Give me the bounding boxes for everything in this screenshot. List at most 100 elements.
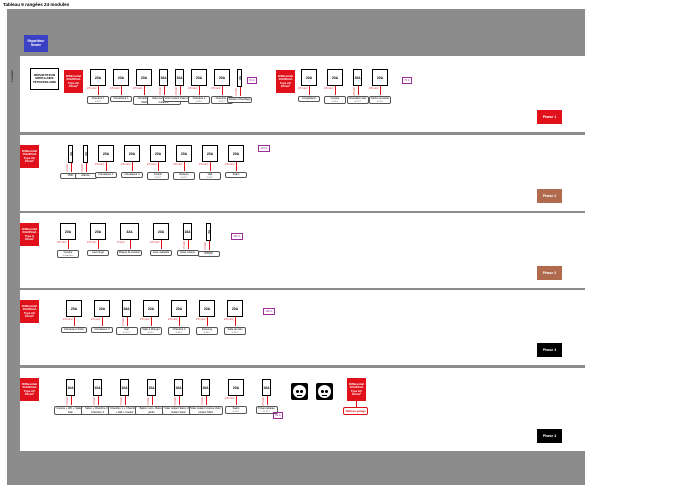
- differential-breaker[interactable]: Différentiel 40A/30mA Type AC 16mm²: [20, 145, 39, 168]
- socket-hole: [300, 390, 303, 393]
- socket-earth: [322, 394, 327, 396]
- breaker-rating-text: 20A: [98, 306, 106, 311]
- feed-wire: [207, 317, 208, 326]
- feed-wire: [356, 401, 357, 407]
- differential-breaker[interactable]: Différentiel 63A/30mA Type AC 16mm²: [64, 70, 83, 93]
- breaker-rating: 16A: [183, 223, 192, 240]
- circuit-outlets: 4x 2P+T: [147, 331, 155, 334]
- breaker-rating-text: 16A: [175, 385, 182, 390]
- breaker-rating: 20A: [98, 145, 114, 162]
- cable-section: 1.5 mm²: [94, 397, 96, 406]
- differential-breaker[interactable]: Différentiel 63A/30mA Type AC 16mm²: [20, 378, 39, 401]
- breaker-rating-text: 20A: [94, 75, 102, 80]
- breaker-rating: 10A: [93, 379, 102, 396]
- feed-wire: [144, 86, 145, 95]
- cable-section: 2.5 mm²: [199, 163, 209, 166]
- circuit-label: Hotte cuisine: [176, 250, 199, 257]
- breaker-rating: 20A: [214, 69, 230, 86]
- breaker-rating-text: 10A: [176, 75, 183, 80]
- circuit-name: Lave vaisselle: [152, 251, 170, 255]
- breaker-rating-text: 20A: [180, 151, 188, 156]
- circuit-label: Alarme: [74, 173, 97, 180]
- cable-section: 1.5 mm²: [205, 242, 207, 251]
- differential-breaker[interactable]: Différentiel 40A/30mA Type AC 16mm²: [20, 300, 39, 323]
- amperage-total: 146 A: [231, 233, 243, 240]
- circuit-name: Gestion Chauffage: [228, 98, 251, 102]
- feed-wire: [124, 396, 126, 405]
- breaker-rating: 32A: [120, 223, 139, 240]
- breaker-rating-text: 20A: [70, 306, 78, 311]
- cable-section: 2.5 mm²: [150, 241, 160, 244]
- breaker-rating-text: 20A: [94, 229, 102, 234]
- breaker-rating-text: 20A: [231, 306, 239, 311]
- socket-hole: [321, 390, 324, 393]
- breaker-rating-text: 16A: [123, 306, 130, 311]
- circuit-outlets: 2x 2P+T: [203, 331, 211, 334]
- feed-wire: [210, 162, 211, 171]
- breaker-rating: 20A: [171, 300, 187, 317]
- circuit-name: Plaque de cuisson: [118, 251, 141, 255]
- repartiteur-modulaire[interactable]: RÉPARTITEUR MODULAIRE TÉTRAPOLAIRE: [30, 68, 59, 90]
- breaker-rating-text: 20A: [331, 75, 339, 80]
- breaker-rating-text: 20A: [175, 306, 183, 311]
- feed-wire: [70, 396, 72, 405]
- circuit-outlets: 1x 2P+T: [354, 100, 361, 103]
- differential-breaker-2[interactable]: Différentiel 40A/30mA Type AC 16mm²: [276, 70, 295, 93]
- circuit-outlets: 4x 2P+T: [218, 100, 226, 103]
- cable-section: 2.5 mm²: [87, 241, 97, 244]
- circuit-name: Hotte cuisine: [180, 251, 195, 255]
- circuit-name: VMC: [67, 174, 74, 178]
- cable-section: 2.5 mm²: [110, 87, 120, 90]
- feed-wire: [178, 396, 180, 405]
- cable-section: 2.5 mm²: [324, 87, 334, 90]
- differential-breaker[interactable]: Différentiel 63A/30mA Type A 16mm²: [20, 223, 39, 246]
- breaker-rating-text: 10A: [148, 385, 155, 390]
- differential-breaker-2[interactable]: Différentiel 40A/30mA Type AC 16mm²: [347, 378, 366, 401]
- circuit-outlets: 2x 2P+T: [123, 331, 130, 334]
